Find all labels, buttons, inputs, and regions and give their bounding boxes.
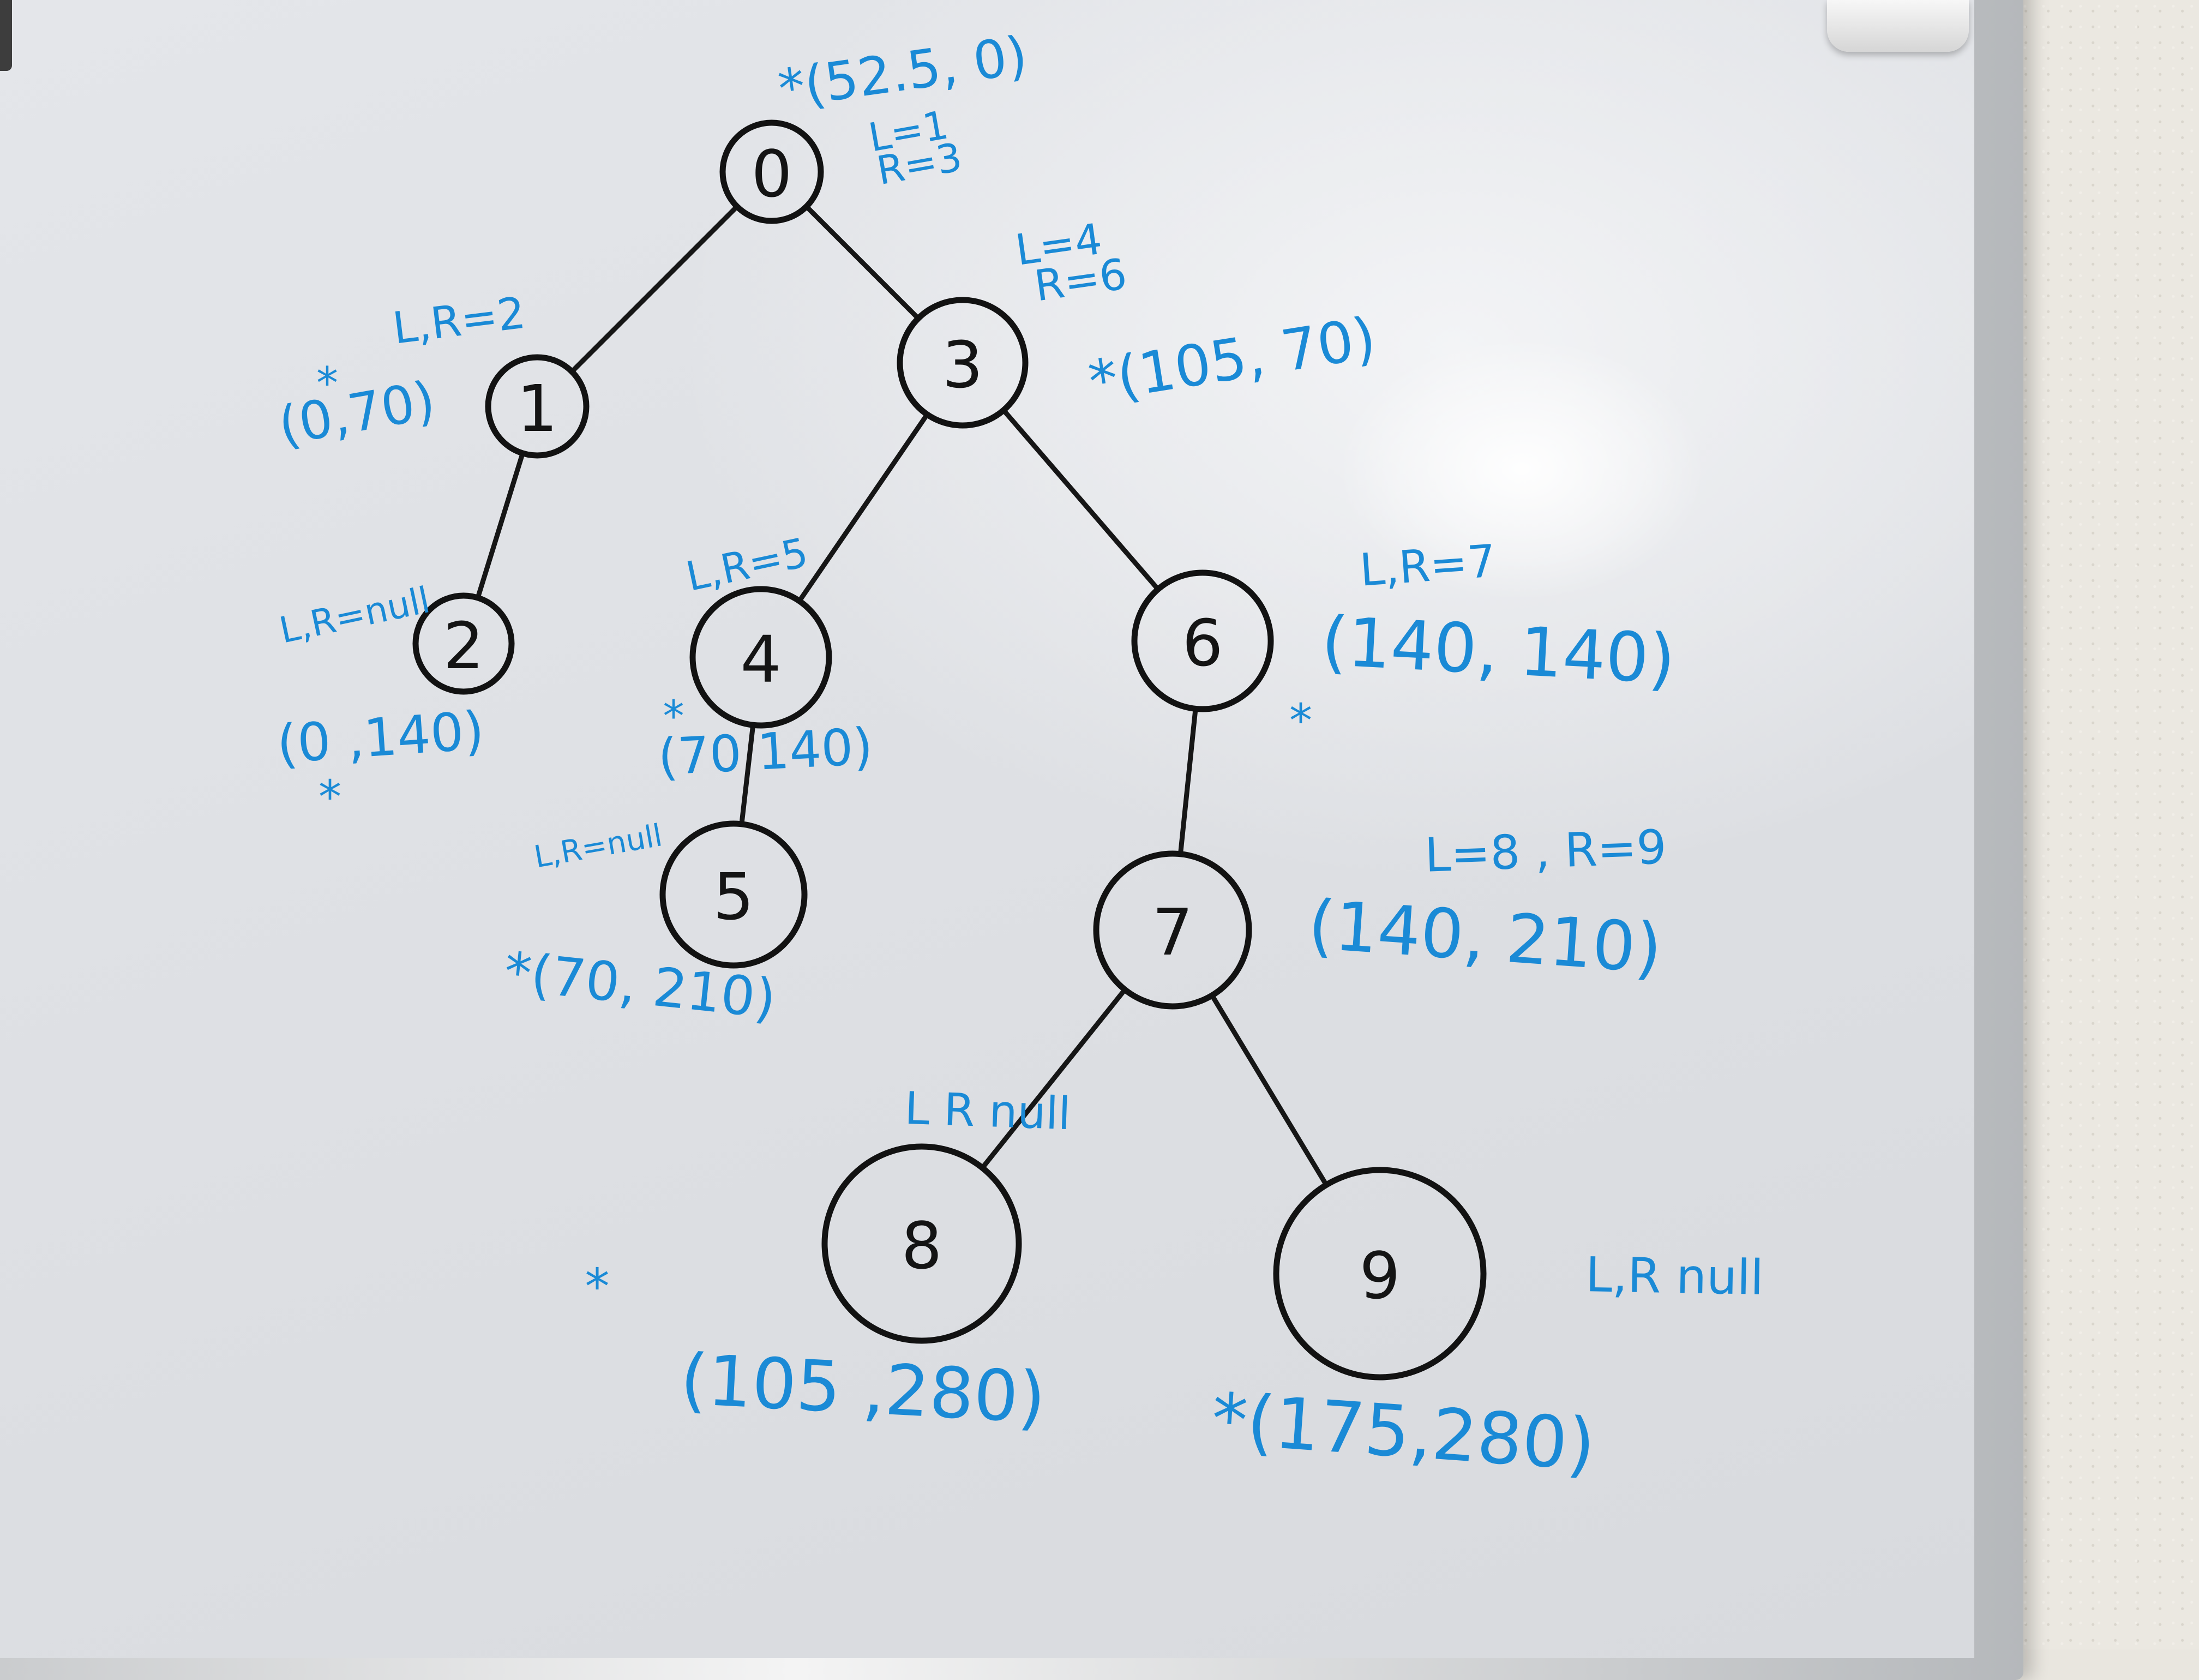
tree-node-7: 7 (1093, 850, 1252, 1010)
tree-node-1: 1 (485, 354, 590, 459)
node-label-1: 1 (516, 371, 557, 446)
node-8-star: * (585, 1258, 610, 1316)
node-0-coordinate: *(52.5, 0) (774, 25, 1031, 120)
node-5-coordinate: *(70, 210) (501, 940, 779, 1031)
node-6-children: L,R=7 (1358, 535, 1498, 596)
node-circle-1 (485, 354, 590, 459)
node-circle-5 (659, 820, 808, 969)
tree-node-0: 0 (719, 119, 824, 224)
node-5-children: L,R=null (531, 818, 665, 875)
edge-1-2 (475, 451, 525, 601)
edge-0-3 (804, 204, 921, 321)
node-label-6: 6 (1182, 605, 1223, 681)
node-7-children: L=8 , R=9 (1424, 820, 1667, 883)
edge-7-9 (1209, 993, 1329, 1187)
node-1-coordinate: (0,70) (274, 369, 440, 457)
tree-node-4: 4 (689, 586, 832, 729)
node-2-coordinate: (0 ,140) (275, 700, 486, 775)
edge-3-6 (1001, 407, 1161, 592)
node-circle-6 (1131, 569, 1274, 712)
node-label-7: 7 (1152, 895, 1193, 970)
node-circle-2 (412, 592, 515, 695)
edge-6-7 (1177, 706, 1198, 857)
node-1-star: * (316, 358, 338, 409)
node-7-coordinate: (140, 210) (1306, 886, 1664, 989)
edge-0-1 (569, 204, 740, 374)
whiteboard-frame (0, 0, 2023, 1680)
node-circle-9 (1273, 1167, 1487, 1381)
annotations-layer: *(52.5, 0) L=1 R=3 L,R=2 * (0,70) L,R=nu… (274, 25, 1764, 1487)
node-4-coordinate: (70 140) (657, 717, 874, 787)
node-circle-3 (897, 297, 1029, 429)
node-circle-4 (689, 586, 832, 729)
node-6-star: * (1289, 694, 1312, 747)
node-4-star: * (663, 692, 684, 741)
tree-node-9: 9 (1273, 1167, 1487, 1381)
node-2-star: * (319, 770, 341, 824)
node-3-left-child: L=4 (1013, 215, 1105, 275)
node-label-5: 5 (713, 859, 754, 934)
node-label-2: 2 (443, 608, 484, 683)
node-9-coordinate: *(175,280) (1209, 1377, 1598, 1487)
node-circle-7 (1093, 850, 1252, 1010)
tree-node-3: 3 (897, 297, 1029, 429)
node-9-children: L,R null (1585, 1246, 1764, 1306)
whiteboard-corner-clip (0, 0, 12, 71)
node-8-children: L R null (904, 1083, 1071, 1141)
edge-4-5 (739, 722, 756, 827)
tree-node-8: 8 (821, 1143, 1022, 1344)
node-label-3: 3 (942, 327, 983, 403)
node-1-children: L,R=2 (390, 287, 528, 354)
node-6-coordinate: (140, 140) (1319, 602, 1677, 699)
tree-node-6: 6 (1131, 569, 1274, 712)
whiteboard-surface (0, 0, 1974, 1658)
node-label-4: 4 (740, 622, 781, 697)
edge-3-4 (797, 412, 930, 604)
node-8-coordinate: (105 ,280) (678, 1339, 1048, 1439)
whiteboard-mount-clip (1827, 0, 1969, 52)
node-2-children: L,R=null (276, 579, 434, 651)
edges-layer (475, 204, 1329, 1187)
tree-node-5: 5 (659, 820, 808, 969)
nodes-layer: 0 1 2 3 4 5 6 7 8 9 (412, 119, 1487, 1381)
node-circle-0 (719, 119, 824, 224)
node-label-9: 9 (1359, 1238, 1400, 1313)
node-3-coordinate: *(105, 70) (1084, 304, 1380, 415)
node-label-0: 0 (751, 136, 792, 212)
edge-7-8 (980, 987, 1128, 1171)
node-label-8: 8 (901, 1208, 942, 1283)
node-circle-8 (821, 1143, 1022, 1344)
tree-node-2: 2 (412, 592, 515, 695)
